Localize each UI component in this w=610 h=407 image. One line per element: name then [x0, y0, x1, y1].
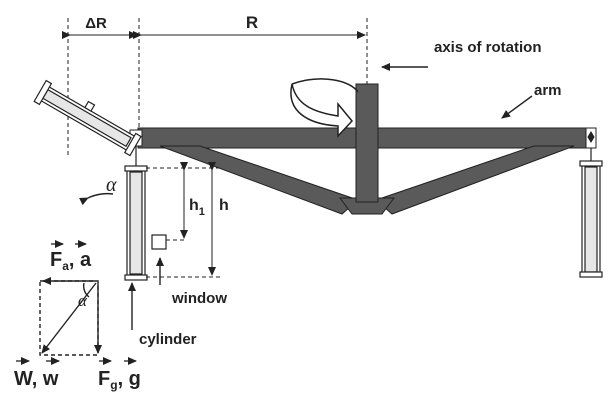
w-label: W, w — [14, 357, 60, 390]
left-cylinder-bottom-cap — [124, 274, 148, 281]
rotation-arrow-icon — [290, 83, 353, 138]
force-vector-diagram — [39, 277, 102, 356]
arm-right-brace — [375, 145, 575, 215]
alpha-label: α — [106, 174, 117, 196]
arm-callout-arrow — [501, 95, 533, 119]
right-cylinder-inner — [584, 166, 598, 273]
left-cylinder-top-cap — [124, 165, 148, 172]
left-cylinder-inner — [129, 171, 143, 275]
alpha-angle-arc — [79, 192, 114, 206]
fa-text: Fa, a — [50, 249, 92, 273]
w-vector-arrow — [41, 282, 97, 354]
vector-alpha-arc — [82, 282, 90, 298]
h1-label: h1 — [189, 197, 205, 218]
window-label: window — [171, 290, 227, 307]
rotation-arrow-tail-icon — [291, 78, 359, 93]
right-pivot-mark — [587, 131, 595, 143]
r-label: R — [246, 13, 258, 32]
rotation-shaft — [355, 83, 379, 203]
height-dimensions — [146, 162, 222, 278]
fg-text: Fg, g — [98, 368, 141, 392]
hanging-cylinder-right — [579, 148, 603, 278]
tilted-cylinder-window — [84, 100, 96, 112]
vector-alpha-label: α — [78, 291, 88, 310]
right-cylinder-top-cap — [579, 160, 603, 167]
arm-label: arm — [534, 82, 562, 99]
delta-r-label: ΔR — [85, 15, 107, 32]
w-text: W, w — [14, 368, 59, 390]
dimension-lines — [62, 18, 368, 158]
callout-arrows — [128, 63, 533, 330]
tilted-cylinder-cap — [33, 79, 53, 106]
right-cylinder-bottom-cap — [579, 271, 603, 278]
fa-label: Fa, a — [50, 240, 92, 273]
tilted-cylinder — [33, 79, 142, 157]
arm-structure — [137, 83, 597, 215]
axis-of-rotation-label: axis of rotation — [434, 39, 542, 56]
cylinder-label: cylinder — [139, 331, 197, 348]
h-label: h — [219, 197, 229, 214]
tilted-cylinder-inner — [42, 88, 132, 148]
window-marker — [151, 234, 167, 250]
fg-label: Fg, g — [98, 357, 141, 392]
